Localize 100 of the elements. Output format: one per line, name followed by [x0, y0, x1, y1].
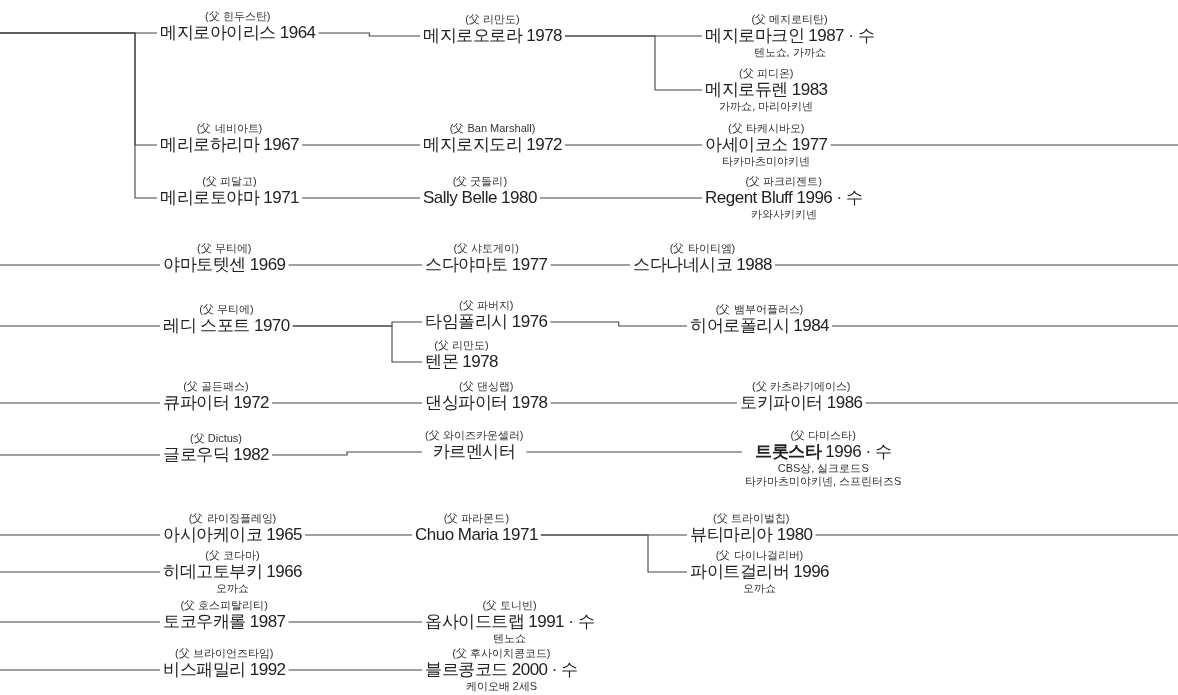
pedigree-line: [0, 571, 161, 573]
horse-name: 블르콩코드 2000 · 수: [425, 660, 578, 680]
race-wins: 텐노쇼, 가까쇼: [753, 46, 826, 59]
sire-name: (父 타이티엠): [669, 242, 736, 255]
horse-name: 아세이코소 1977: [705, 135, 828, 155]
sire-name: (父 무티에): [197, 242, 252, 255]
sire-name: (父 토니빈): [482, 599, 537, 612]
race-wins: 케이오배 2세S: [465, 680, 538, 693]
pedigree-line: [550, 321, 688, 327]
sire-name: (父 파라몬드): [443, 512, 510, 525]
pedigree-line: [292, 325, 423, 363]
horse-name: 옵사이드트랩 1991 · 수: [425, 612, 595, 632]
pedigree-line: [550, 264, 631, 266]
horse-name: 레디 스포트 1970: [163, 316, 290, 336]
race-wins: 가까쇼, 마리아키넨: [719, 100, 814, 113]
pedigree-line: [539, 197, 703, 199]
sire-name: (父 트라이벌칩): [713, 512, 790, 525]
sire-name: (父 뱀부어플러스): [715, 303, 804, 316]
horse-name: 타임폴리시 1976: [425, 312, 548, 332]
sire-name: (父 리만도): [434, 339, 489, 352]
sire-name: (父 타케시바오): [728, 122, 805, 135]
sire-name: (父 코다마): [205, 549, 260, 562]
sire-name: (父 와이즈카운셀러): [425, 429, 524, 442]
horse-name: 토코우캐롤 1987: [163, 612, 286, 632]
horse-name: 카르멘시터: [432, 442, 516, 462]
horse-name: 히데고토부키 1966: [163, 562, 303, 582]
sire-name: (父 Dictus): [190, 432, 242, 445]
pedigree-line: [815, 534, 1178, 536]
pedigree-line: [525, 451, 743, 453]
horse-name: 메리로하리마 1967: [160, 135, 300, 155]
pedigree-line: [0, 454, 161, 456]
pedigree-line: [301, 144, 421, 146]
sire-name: (父 다미스타): [790, 429, 856, 442]
race-wins: 카와사키키넨: [750, 208, 817, 221]
pedigree-line: [288, 669, 423, 671]
horse-name: 토키파이터 1986: [740, 393, 863, 413]
sire-name: (父 골든패스): [183, 380, 249, 393]
pedigree-line: [0, 32, 158, 199]
pedigree-line: [288, 264, 423, 266]
horse-name: Regent Bluff 1996 · 수: [705, 188, 863, 208]
horse-name: 텐몬 1978: [425, 352, 499, 372]
horse-name: 스다야마토 1977: [425, 255, 548, 275]
sire-name: (父 브라이언즈타임): [175, 647, 274, 660]
race-wins: CBS상, 실크로드S: [777, 462, 869, 475]
pedigree-line: [0, 534, 161, 536]
sire-name: (父 힌두스탄): [205, 10, 271, 23]
pedigree-line: [0, 264, 161, 266]
pedigree-line: [774, 264, 1178, 266]
horse-name: 아시아케이코 1965: [163, 525, 303, 545]
sire-name: (父 라이징플레잉): [188, 512, 277, 525]
sire-name: (父 후사이치콩코드): [452, 647, 551, 660]
pedigree-line: [540, 534, 688, 573]
horse-name: 메지로지도리 1972: [423, 135, 563, 155]
race-wins: 타카마츠미야키넨, 스프린터즈S: [745, 475, 902, 488]
sire-name: (父 호스피탈리티): [180, 599, 268, 612]
race-wins: 오까쇼: [743, 582, 776, 595]
pedigree-line: [301, 197, 421, 199]
pedigree-line: [564, 144, 703, 146]
pedigree-line: [865, 402, 1178, 404]
pedigree-line: [831, 325, 1178, 327]
horse-name: 비스패밀리 1992: [163, 660, 286, 680]
pedigree-line: [830, 144, 1178, 146]
pedigree-line: [271, 402, 423, 404]
pedigree-line: [0, 325, 161, 327]
sire-name: (父 파크리젠트): [745, 175, 822, 188]
pedigree-line: [318, 32, 421, 37]
horse-name: 야마토텟센 1969: [163, 255, 286, 275]
pedigree-line: [564, 35, 703, 91]
sire-name: (父 샤토게이): [453, 242, 519, 255]
sire-name: (父 피디온): [739, 67, 794, 80]
pedigree-line: [271, 451, 423, 456]
pedigree-line: [0, 402, 161, 404]
sire-name: (父 댄싱랩): [459, 380, 514, 393]
horse-name: 히어로폴리시 1984: [690, 316, 830, 336]
horse-name: 글로우딕 1982: [163, 445, 270, 465]
sire-name: (父 무티에): [199, 303, 254, 316]
sire-name: (父 네비아트): [196, 122, 263, 135]
horse-name: 메리로토야마 1971: [160, 188, 300, 208]
sire-name: (父 메지로티탄): [751, 13, 828, 26]
horse-name: 메지로듀렌 1983: [705, 80, 828, 100]
sire-name: (父 리만도): [465, 13, 520, 26]
horse-name: 댄싱파이터 1978: [425, 393, 548, 413]
sire-name: (父 Ban Marshall): [449, 122, 536, 135]
horse-name: 트롯스타 1996 · 수: [755, 442, 892, 462]
pedigree-line: [550, 402, 738, 404]
race-wins: 오까쇼: [216, 582, 249, 595]
horse-name: 큐파이터 1972: [163, 393, 270, 413]
sire-name: (父 파버지): [459, 299, 514, 312]
race-wins: 타카마츠미야키넨: [722, 155, 811, 168]
sire-name: (父 카츠라기에이스): [752, 380, 851, 393]
horse-name: Sally Belle 1980: [423, 188, 537, 208]
horse-name: Chuo Maria 1971: [415, 525, 538, 545]
horse-name: 파이트걸리버 1996: [690, 562, 830, 582]
horse-name: 메지로아이리스 1964: [160, 23, 316, 43]
race-wins: 텐노쇼: [493, 632, 527, 645]
pedigree-line: [0, 621, 161, 623]
horse-name: 메지로오로라 1978: [423, 26, 563, 46]
pedigree-line: [0, 669, 161, 671]
pedigree-line: [304, 534, 413, 536]
sire-name: (父 굿들리): [452, 175, 508, 188]
